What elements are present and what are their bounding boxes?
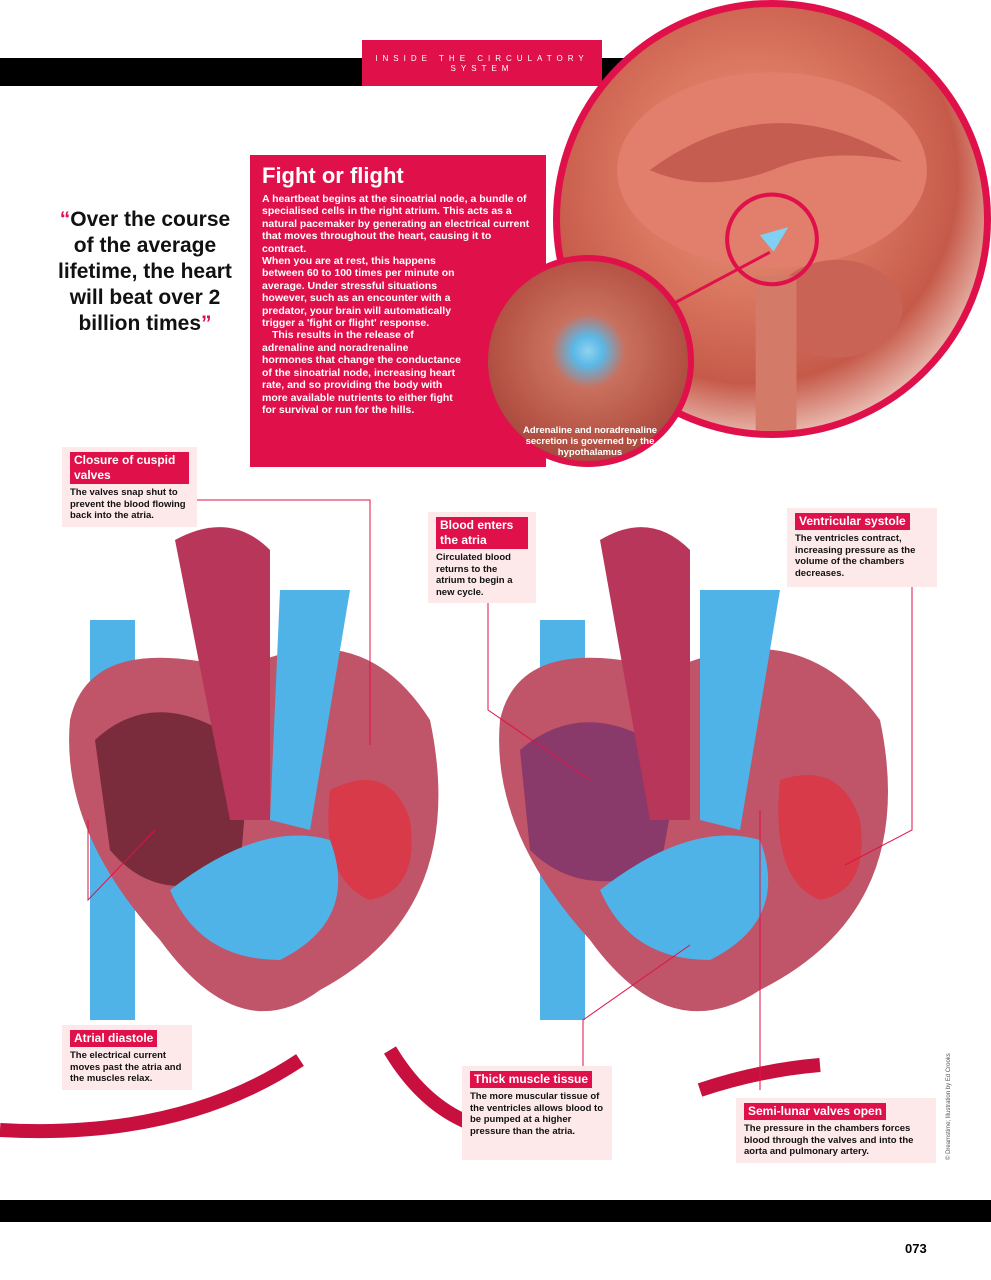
- brain-illustration: [553, 0, 991, 438]
- label-title: Ventricular systole: [795, 513, 910, 530]
- label-text: The valves snap shut to prevent the bloo…: [70, 487, 186, 521]
- flow-arrow: [0, 1054, 304, 1139]
- fact-para-1: A heartbeat begins at the sinoatrial nod…: [262, 193, 530, 255]
- heart-left: [69, 527, 439, 1020]
- label-title: Thick muscle tissue: [470, 1071, 593, 1088]
- label-text: The more muscular tissue of the ventricl…: [470, 1091, 604, 1137]
- fact-para-3: This results in the release of adrenalin…: [262, 329, 461, 416]
- heart-right: [499, 527, 888, 1020]
- label-text: Circulated blood returns to the atrium t…: [436, 552, 513, 598]
- fact-title: Fight or flight: [262, 163, 404, 188]
- label-text: The electrical current moves past the at…: [70, 1050, 182, 1084]
- fact-para-2: When you are at rest, this happens betwe…: [262, 255, 455, 330]
- zoom-caption: Adrenaline and noradrenaline secretion i…: [522, 425, 658, 458]
- heart-diagrams: [0, 499, 913, 1141]
- page-number: 073: [905, 1241, 927, 1256]
- label-title: Semi-lunar valves open: [744, 1103, 887, 1120]
- label-text: The pressure in the chambers forces bloo…: [744, 1123, 914, 1157]
- hypothalamus-zoom-circle: [482, 255, 694, 467]
- pull-quote: “Over the course of the average lifetime…: [55, 207, 235, 337]
- quote-open: “: [59, 208, 71, 231]
- label-title: Blood enters the atria: [436, 517, 528, 549]
- section-tag: INSIDE THE CIRCULATORY SYSTEM: [362, 40, 602, 86]
- fact-box: Fight or flight A heartbeat begins at th…: [250, 155, 546, 467]
- image-credit: © Dreamstime; Illustration by Ed Crooks: [946, 1053, 952, 1160]
- label-title: Atrial diastole: [70, 1030, 158, 1047]
- label-title: Closure of cuspid valves: [70, 452, 189, 484]
- footer-bar: [0, 1200, 991, 1222]
- label-text: The ventricles contract, increasing pres…: [795, 533, 916, 579]
- quote-text: Over the course of the average lifetime,…: [58, 208, 232, 335]
- quote-close: ”: [201, 312, 212, 335]
